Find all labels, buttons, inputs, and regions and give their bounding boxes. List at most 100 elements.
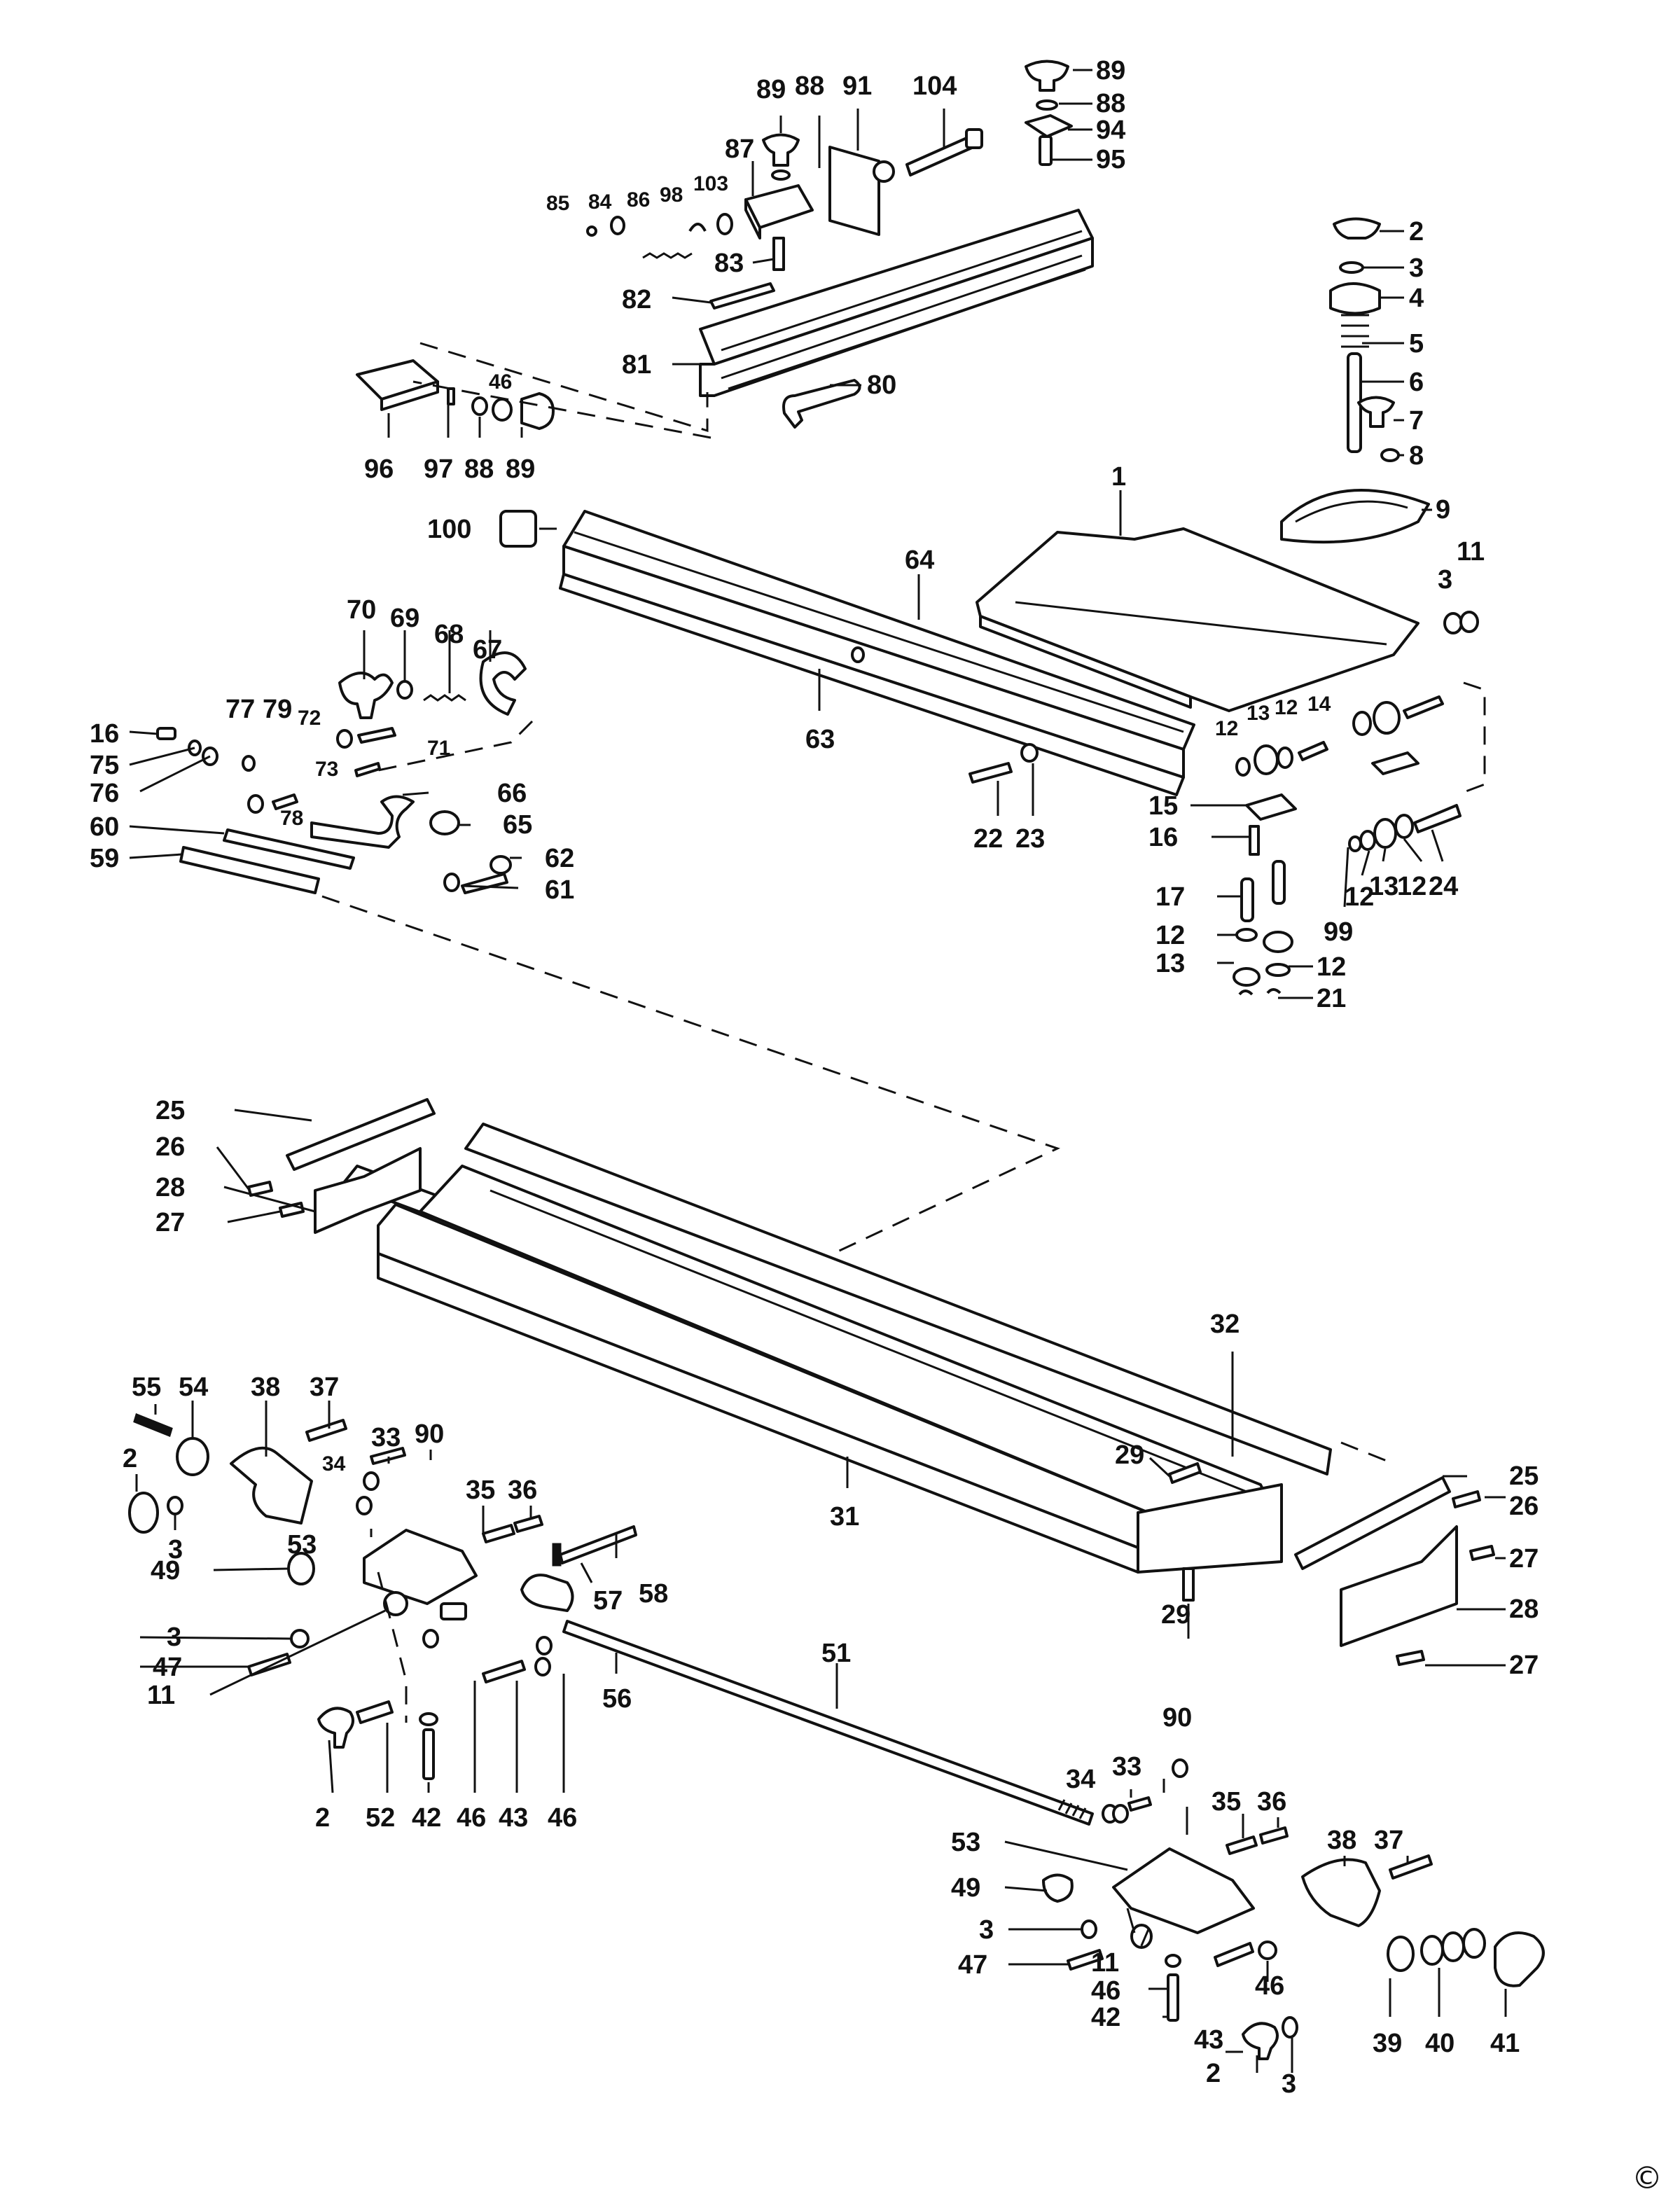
callout-labels: 89 88 91 104 89 88 94 95 87 85 84 86 98 …	[90, 56, 1662, 2196]
rod-51	[562, 1620, 1094, 1826]
callout-label: 5	[1409, 329, 1424, 359]
callout-label: 76	[90, 779, 119, 808]
strip-82	[709, 282, 775, 310]
callout-label: 16	[1148, 823, 1178, 852]
callout-label: 55	[132, 1373, 161, 1402]
callout-label: 104	[912, 71, 957, 101]
callout-label: 9	[1436, 495, 1450, 525]
callout-label: 8	[1409, 441, 1424, 471]
callout-label: 29	[1161, 1600, 1190, 1630]
callout-label: 51	[821, 1639, 851, 1668]
callout-label: 67	[473, 635, 502, 665]
callout-label: 89	[756, 75, 786, 104]
callout-label: 11	[1091, 1948, 1119, 1978]
callout-label: 100	[427, 515, 471, 544]
callout-label: 16	[90, 719, 119, 749]
callout-label: 87	[725, 134, 754, 164]
callout-label: 12	[1275, 696, 1298, 719]
callout-label: 63	[805, 725, 835, 754]
callout-label: 88	[464, 454, 494, 484]
callout-label: 13	[1247, 702, 1270, 725]
callout-label: 25	[155, 1096, 185, 1125]
callout-label: 78	[280, 807, 303, 830]
callout-label: 64	[905, 546, 934, 575]
callout-label: 66	[497, 779, 527, 808]
callout-label: 89	[506, 454, 535, 484]
callout-label: 59	[90, 844, 119, 873]
screws-62-61	[443, 855, 512, 894]
callout-label: 54	[179, 1373, 208, 1402]
fence-block-91	[828, 146, 895, 236]
callout-label: 46	[489, 370, 512, 394]
fence-rail	[699, 209, 1094, 397]
callout-label: 90	[415, 1419, 444, 1449]
callout-label: 11	[1457, 537, 1485, 567]
callout-label: 12	[1345, 882, 1374, 912]
callout-label: 103	[693, 172, 728, 195]
callout-label: 36	[508, 1476, 537, 1505]
callout-label: 35	[1212, 1787, 1241, 1817]
callout-label: 85	[546, 192, 569, 215]
copyright-mark: ©	[1632, 2160, 1662, 2196]
bars-59-60	[179, 828, 355, 894]
callout-label: 82	[622, 285, 651, 314]
callout-label: 3	[167, 1623, 181, 1652]
screw-104	[905, 128, 983, 176]
callout-label: 71	[427, 737, 450, 760]
callout-label: 27	[155, 1208, 185, 1237]
callout-label: 31	[830, 1502, 859, 1532]
callout-label: 46	[1255, 1971, 1284, 2001]
callout-label: 41	[1490, 2029, 1520, 2058]
end-plates	[247, 1098, 1495, 1666]
callout-label: 88	[795, 71, 824, 101]
callout-label: 15	[1148, 791, 1178, 821]
callout-label: 62	[545, 844, 574, 873]
callout-label: 47	[958, 1950, 987, 1980]
knob-89-left	[762, 133, 800, 181]
clamp-96	[356, 359, 555, 430]
callout-label: 88	[1096, 89, 1125, 118]
lock-100	[499, 510, 537, 548]
lock-hardware-left	[156, 651, 527, 849]
callout-label: 89	[1096, 56, 1125, 85]
callout-label: 12	[1215, 717, 1238, 740]
rail-assembly-31	[342, 1123, 1332, 1574]
callout-label: 12	[1317, 952, 1346, 982]
callout-label: 2	[315, 1803, 330, 1833]
callout-label: 84	[588, 190, 612, 214]
callout-label: 11	[147, 1681, 175, 1710]
callout-label: 12	[1397, 872, 1426, 901]
table-extension-1	[976, 527, 1419, 712]
callout-label: 42	[1091, 2003, 1120, 2032]
right-hardware	[1233, 611, 1479, 996]
miter-gauge	[1280, 217, 1430, 544]
callout-label: 3	[979, 1915, 994, 1945]
callout-label: 70	[347, 595, 376, 625]
callout-label: 38	[251, 1373, 280, 1402]
callout-label: 35	[466, 1476, 495, 1505]
callout-label: 94	[1096, 116, 1125, 145]
callout-label: 2	[1206, 2059, 1221, 2088]
callout-label: 25	[1509, 1461, 1539, 1491]
callout-label: 12	[1155, 921, 1185, 950]
block-87	[744, 184, 814, 239]
callout-label: 65	[503, 810, 532, 840]
callout-label: 26	[1509, 1492, 1539, 1521]
callout-label: 69	[390, 604, 419, 633]
callout-label: 49	[151, 1556, 180, 1585]
callout-label: 21	[1317, 984, 1346, 1013]
knob-89-right	[1025, 60, 1073, 166]
callout-label: 80	[867, 370, 896, 400]
callout-label: 17	[1155, 882, 1185, 912]
callout-label: 3	[1282, 2069, 1296, 2099]
callout-label: 40	[1425, 2029, 1455, 2058]
callout-label: 6	[1409, 368, 1424, 397]
callout-label: 43	[499, 1803, 528, 1833]
fence-bar-63	[559, 510, 1195, 796]
callout-label: 57	[593, 1586, 623, 1616]
callout-label: 33	[371, 1423, 401, 1452]
callout-label: 32	[1210, 1310, 1240, 1339]
hardware-bottom-right	[1042, 1758, 1545, 2060]
callout-label: 75	[90, 751, 119, 780]
